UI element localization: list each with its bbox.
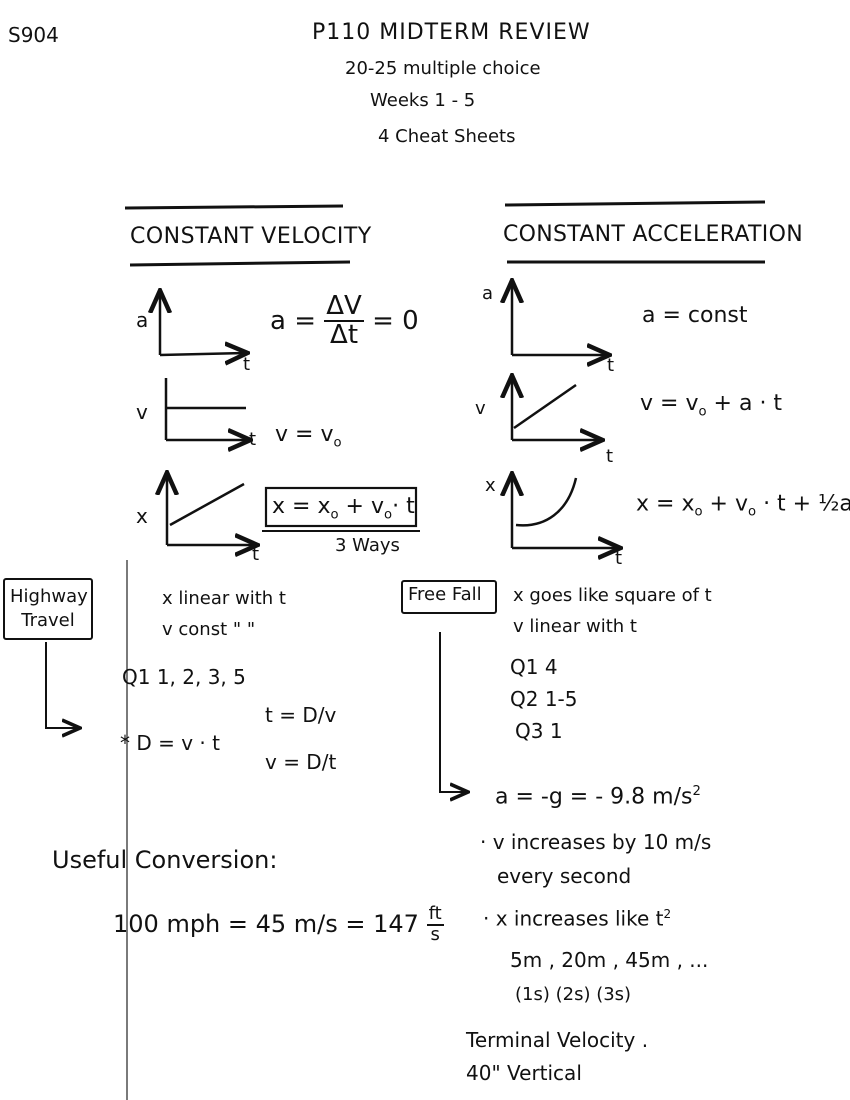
right-x-equation: x = xo + vo · t + ½at2 <box>636 491 850 520</box>
right-note-1: x goes like square of t <box>513 585 712 606</box>
right-v-graph <box>512 378 600 440</box>
right-v-label: v <box>475 398 486 419</box>
right-a-label: a <box>482 283 494 304</box>
left-a-graph <box>160 293 245 355</box>
right-x-t-label: t <box>615 548 623 569</box>
terminal-velocity: Terminal Velocity . <box>466 1028 649 1052</box>
right-a-graph <box>512 283 607 355</box>
left-note-1: x linear with t <box>162 588 286 609</box>
left-v2-equation: v = D/t <box>265 750 337 774</box>
right-heading-top-rule <box>504 200 766 207</box>
right-x-label: x <box>485 475 496 496</box>
right-heading: CONSTANT ACCELERATION <box>503 222 803 247</box>
position-sequence-times: (1s) (2s) (3s) <box>515 984 632 1005</box>
left-heading: CONSTANT VELOCITY <box>130 224 372 249</box>
vertical-note: 40" Vertical <box>466 1061 582 1085</box>
left-a-t-label: t <box>243 354 251 375</box>
header-line-2: 20-25 multiple choice <box>345 58 541 79</box>
gravity-equation: a = -g = - 9.8 m/s2 <box>495 784 701 810</box>
left-x-equation: x = xo + vo· t <box>272 494 415 523</box>
left-x-t-label: t <box>252 544 260 565</box>
left-x-note: 3 Ways <box>335 535 400 556</box>
free-fall-tag <box>401 580 497 614</box>
left-a-label: a <box>136 308 149 332</box>
left-q1: Q1 1, 2, 3, 5 <box>122 665 246 689</box>
bullet-position: · x increases like t2 <box>483 906 672 931</box>
x-equation-box <box>264 486 418 528</box>
left-note-2: v const " " <box>162 619 256 640</box>
highway-arrow <box>45 642 78 728</box>
right-v-t-label: t <box>606 446 614 467</box>
right-q1: Q1 4 <box>510 655 558 679</box>
position-sequence: 5m , 20m , 45m , ... <box>510 948 709 972</box>
page-title: P110 MIDTERM REVIEW <box>312 20 591 45</box>
highway-travel-tag <box>3 578 93 640</box>
right-q3: Q3 1 <box>515 719 563 743</box>
right-note-2: v linear with t <box>513 616 637 637</box>
bullet-velocity-2: every second <box>497 864 632 888</box>
left-v-t-label: t <box>249 429 257 450</box>
header-line-3: Weeks 1 - 5 <box>370 90 476 111</box>
page-id: S904 <box>8 23 59 47</box>
left-v-label: v <box>136 400 148 424</box>
left-t-equation: t = D/v <box>265 703 337 727</box>
free-fall-label: Free Fall <box>408 584 482 605</box>
bullet-velocity-1: · v increases by 10 m/s <box>480 830 712 854</box>
conversion-label: Useful Conversion: <box>52 846 278 874</box>
left-v-equation: v = vo <box>275 422 342 451</box>
freefall-arrow <box>439 632 466 792</box>
right-a-t-label: t <box>607 355 615 376</box>
highway-travel-label: Highway Travel <box>10 586 88 632</box>
left-x-label: x <box>136 504 148 528</box>
right-q2: Q2 1-5 <box>510 687 578 711</box>
right-v-equation: v = vo + a · t <box>640 391 783 420</box>
header-line-4: 4 Cheat Sheets <box>378 126 516 147</box>
right-a-equation: a = const <box>642 303 748 328</box>
left-star-equation: * D = v · t <box>120 731 220 755</box>
left-heading-top-rule <box>124 204 344 210</box>
left-v-graph <box>164 378 248 440</box>
left-heading-bottom-rule <box>129 260 351 267</box>
right-x-graph <box>512 476 618 548</box>
left-x-graph <box>167 475 255 545</box>
